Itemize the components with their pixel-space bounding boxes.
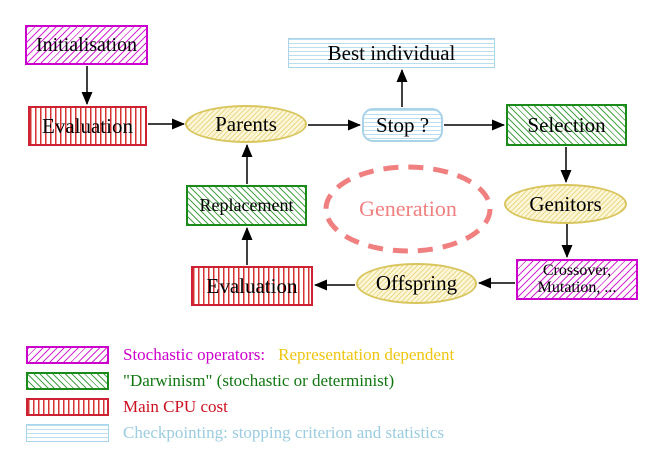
node-crossover-mutation: Crossover, Mutation, ...: [516, 259, 638, 300]
legend-text-stochastic-operators: Stochastic operators: Representation depe…: [123, 346, 454, 364]
node-parents: Parents: [185, 105, 307, 143]
legend-text-main-cpu-cost: Main CPU cost: [123, 398, 228, 416]
node-selection-label: Selection: [527, 112, 606, 137]
node-offspring-label: Offspring: [375, 271, 458, 296]
node-crossover-line2: Mutation, ...: [537, 278, 617, 296]
legend-cpu-label: Main CPU cost: [123, 397, 228, 416]
legend-text-darwinism: "Darwinism" (stochastic or determinist): [123, 372, 394, 390]
node-evaluation-bottom-label: Evaluation: [206, 273, 298, 298]
node-stop: Stop ?: [362, 108, 443, 142]
node-initialisation-label: Initialisation: [35, 33, 138, 56]
node-evaluation-top: Evaluation: [28, 106, 147, 146]
node-offspring: Offspring: [356, 263, 477, 304]
node-genitors-label: Genitors: [529, 191, 602, 216]
node-evaluation-top-label: Evaluation: [42, 113, 133, 138]
node-crossover-line1: Crossover,: [542, 261, 612, 279]
node-genitors: Genitors: [504, 184, 627, 224]
legend-swatch-main-cpu-cost: [26, 398, 109, 416]
legend-swatch-darwinism: [26, 372, 109, 390]
node-selection: Selection: [506, 104, 627, 146]
node-stop-label: Stop ?: [375, 112, 430, 137]
legend-checkpointing-label: Checkpointing: stopping criterion and st…: [123, 423, 445, 442]
legend-text-checkpointing: Checkpointing: stopping criterion and st…: [123, 424, 444, 442]
legend-swatch-checkpointing: [26, 424, 109, 442]
legend-representation-dependent: Representation dependent: [278, 345, 455, 364]
generation-text: Generation: [359, 196, 457, 221]
node-parents-label: Parents: [215, 111, 277, 136]
legend-darwinism-label: "Darwinism" (stochastic or determinist): [123, 371, 395, 390]
legend-stochastic-label: Stochastic operators:: [123, 345, 266, 364]
node-replacement-label: Replacement: [199, 195, 294, 216]
node-replacement: Replacement: [186, 185, 307, 226]
node-evaluation-bottom: Evaluation: [191, 266, 313, 306]
node-best-individual-label: Best individual: [327, 40, 456, 65]
generation-label: Generation: [323, 165, 493, 253]
node-initialisation: Initialisation: [25, 25, 148, 65]
node-best-individual: Best individual: [288, 38, 495, 68]
legend-swatch-stochastic-operators: [26, 346, 109, 364]
